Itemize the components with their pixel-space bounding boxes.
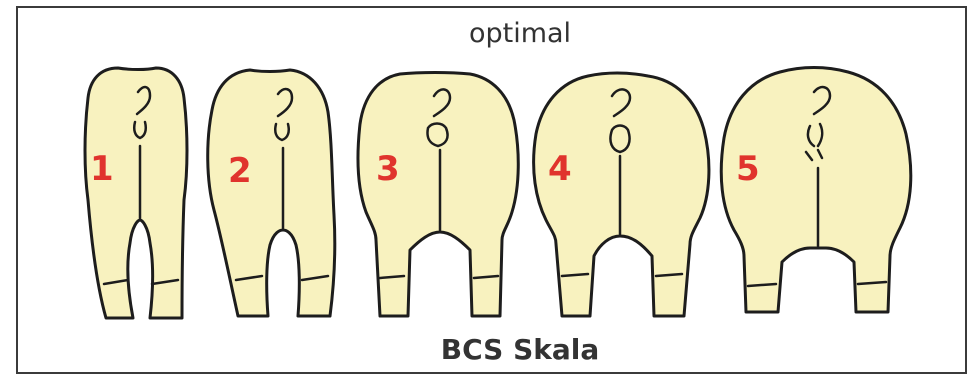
bcs-number-3: 3 bbox=[376, 149, 400, 189]
bcs-scale-title: BCS Skala bbox=[0, 333, 974, 366]
bcs-number-4: 4 bbox=[548, 149, 572, 189]
cow-figure-3: 3 bbox=[358, 73, 518, 317]
cow-figure-1: 1 bbox=[85, 68, 187, 318]
cow-figure-5: 5 bbox=[721, 68, 911, 313]
bcs-number-1: 1 bbox=[90, 149, 114, 189]
bcs-number-5: 5 bbox=[736, 149, 760, 189]
bcs-number-2: 2 bbox=[228, 151, 252, 191]
cow-figure-2: 2 bbox=[208, 70, 335, 316]
cow-figure-4: 4 bbox=[534, 73, 709, 316]
cow-body-3 bbox=[358, 73, 518, 317]
cow-body-5 bbox=[721, 68, 911, 313]
